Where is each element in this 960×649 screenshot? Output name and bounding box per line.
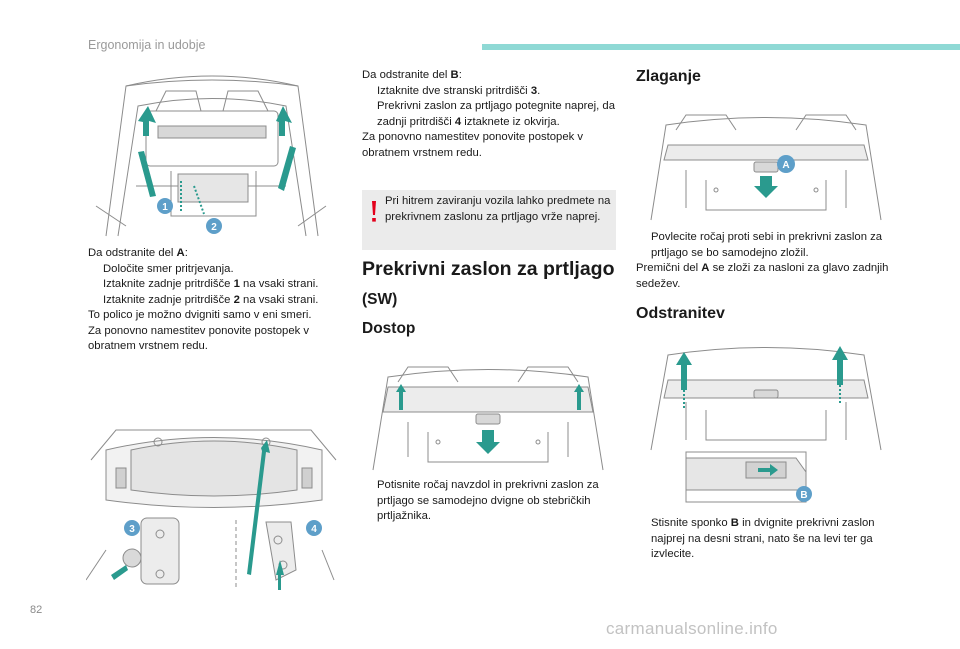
heading-luggage-cover: Prekrivni zaslon za prtljago: [362, 258, 615, 280]
callout-4: 4: [311, 524, 317, 535]
heading-access: Dostop: [362, 320, 416, 337]
folding-instructions: Povlecite ročaj proti sebi in prekrivni …: [636, 231, 889, 290]
illustration-cover-removal: B: [646, 340, 886, 512]
heading-removal: Odstranitev: [636, 305, 725, 322]
header-accent-bar: [482, 44, 960, 50]
page-number: 82: [30, 604, 43, 616]
shelf-removal-instructions: Da odstranite del A: Določite smer pritr…: [88, 246, 348, 355]
callout-1: 1: [162, 202, 168, 213]
warning-exclamation-icon: [372, 201, 376, 222]
warning-box: Pri hitrem zaviranju vozila lahko predme…: [362, 190, 616, 250]
watermark: carmanualsonline.info: [606, 619, 778, 638]
callout-2: 2: [211, 222, 217, 233]
illustration-cover-access: [368, 362, 608, 472]
heading-sw: (SW): [362, 291, 398, 308]
reinstall-note: Za ponovno namestitev ponovite postopek …: [88, 324, 310, 353]
shelf-direction-note: To polico je možno dvigniti samo v eni s…: [88, 309, 312, 321]
warning-text: Pri hitrem zaviranju vozila lahko predme…: [385, 195, 611, 223]
callout-3: 3: [129, 524, 135, 535]
callout-a: A: [782, 160, 789, 171]
removal-instructions: Stisnite sponko B in dvignite prekrivni …: [651, 517, 875, 560]
reinstall-note: Za ponovno namestitev ponovite postopek …: [362, 131, 584, 159]
illustration-fasteners: 3 4: [86, 420, 342, 596]
access-instructions: Potisnite ročaj navzdol in prekrivni zas…: [377, 479, 599, 522]
section-title: Ergonomija in udobje: [88, 38, 206, 52]
illustration-cover-folding: A: [646, 110, 886, 222]
heading-folding: Zlaganje: [636, 68, 701, 85]
illustration-shelf-removal: 1 2: [86, 66, 338, 238]
part-b-removal-instructions: Da odstranite del B: Iztaknite dve stran…: [362, 68, 620, 161]
callout-b: B: [800, 490, 807, 501]
